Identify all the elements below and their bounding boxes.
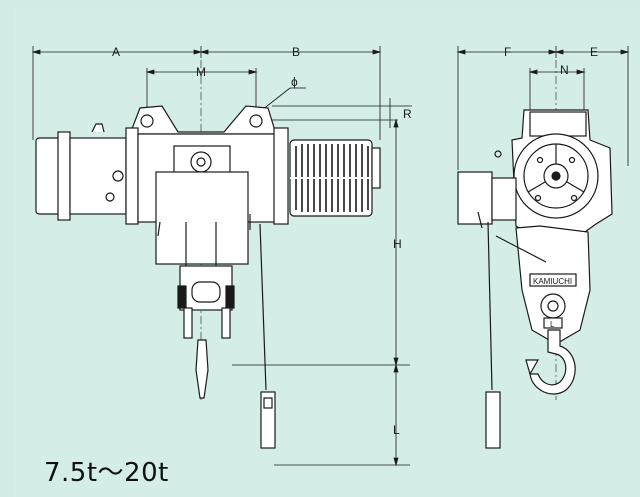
side-plug: [494, 150, 502, 158]
capacity-caption: 7.5t〜20t: [44, 458, 169, 488]
dim-label-l: L: [393, 423, 400, 437]
side-pendant-switch: [485, 391, 501, 449]
center-block: [173, 145, 231, 175]
wheel-axle-left: [140, 114, 154, 128]
drum-flange-left: [57, 131, 71, 221]
dim-label-r: R: [403, 107, 412, 121]
side-motor-flange: [491, 177, 517, 221]
motor-end-cover: [371, 147, 381, 189]
dim-label-phi: ϕ: [291, 75, 298, 89]
side-view: F E N: [456, 45, 630, 449]
gear-spokes: [527, 144, 585, 193]
dimension-f-e: [456, 46, 630, 170]
dim-label-b: B: [292, 45, 300, 59]
hook-side-right: [221, 307, 231, 339]
side-motor-end: [457, 171, 493, 225]
dim-label-n: N: [560, 63, 569, 77]
hook-side-left: [183, 307, 193, 339]
side-pendant-cable: [477, 211, 547, 391]
sheave-guard-left: [177, 285, 187, 309]
pendant-button-top: [263, 397, 273, 409]
front-hook: [195, 339, 209, 399]
load-hook: [529, 329, 576, 395]
dimension-n: [528, 68, 586, 112]
hoist-ropes: [157, 221, 217, 268]
drum-end-cap: [35, 137, 61, 215]
wheel-axle-right: [249, 114, 263, 128]
front-view: A B M ϕ R: [31, 45, 412, 467]
center-shaft-inner: [196, 157, 206, 167]
nameplate: [529, 273, 577, 287]
gearbox-bolt-lower: [105, 192, 115, 202]
sheave-guard-right: [225, 285, 235, 309]
hook-latch: [525, 359, 540, 376]
dim-label-e: E: [590, 45, 598, 59]
gearbox-bolt-upper: [112, 170, 124, 182]
dim-label-h: H: [393, 237, 402, 251]
drum-flange-right: [273, 127, 289, 225]
hook-sheave: [191, 281, 221, 303]
dimension-r: [272, 98, 412, 128]
side-wheel-housing: [529, 111, 587, 137]
dim-label-a: A: [112, 45, 120, 59]
gear-hub-center: [551, 171, 561, 181]
gear-bolt-4: [570, 194, 578, 202]
gear-bolt-3: [534, 194, 542, 202]
hook-guard-plate: [155, 171, 249, 265]
pendant-cable: [249, 214, 267, 391]
hook-tag: [543, 317, 563, 329]
gear-bolt-1: [536, 156, 544, 164]
trolley-frame: [129, 105, 277, 135]
drum-flange-mid: [125, 127, 139, 225]
gear-bolt-2: [568, 156, 576, 164]
gearbox-housing: [69, 137, 127, 215]
dim-label-f: F: [504, 45, 511, 59]
nameplate-text: KAMIUCHI: [533, 277, 572, 286]
oil-plug: [91, 123, 105, 133]
dimension-phi: [261, 87, 306, 111]
hook-tag-text: L: [550, 320, 555, 329]
dimension-h-l: [232, 118, 410, 467]
pendant-switch: [260, 391, 276, 449]
hook-block-sheave: [540, 293, 566, 319]
dimension-a-b: [31, 46, 382, 140]
hook-block-sheave-center: [547, 300, 559, 312]
